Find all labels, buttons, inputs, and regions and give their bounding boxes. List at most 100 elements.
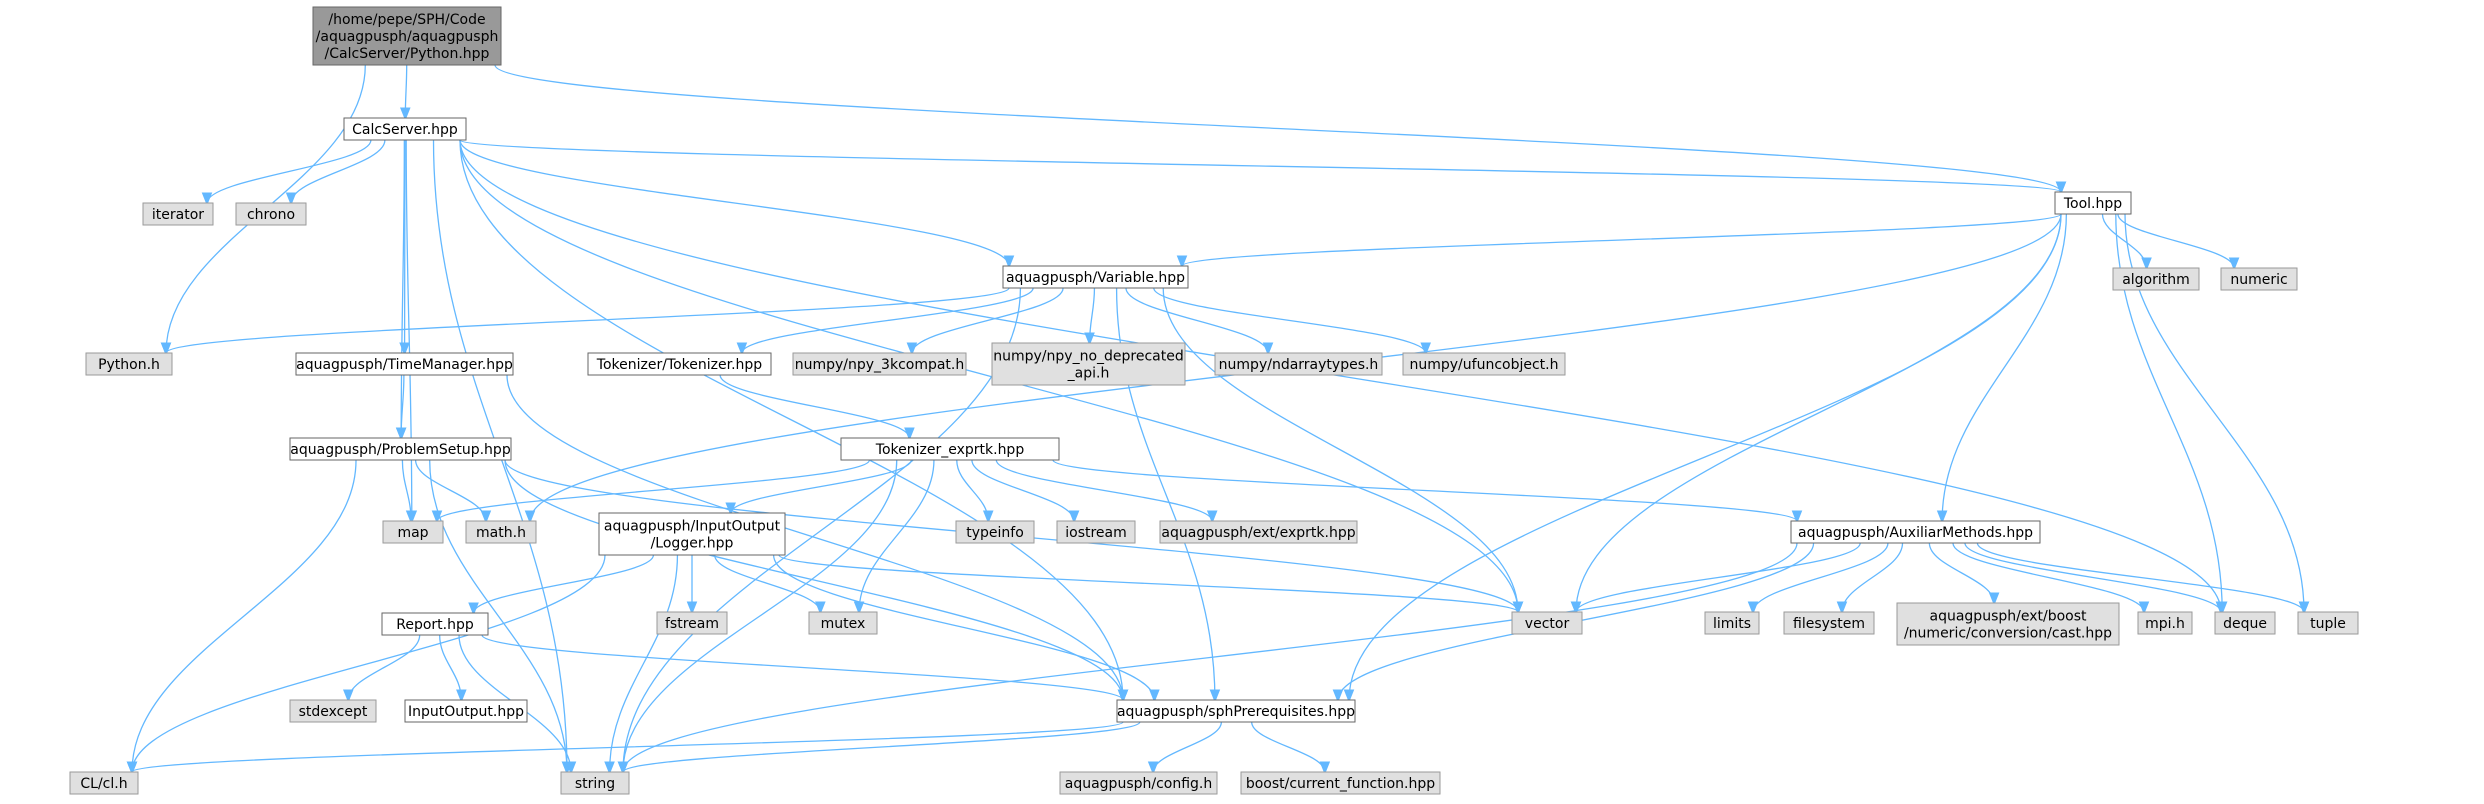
node-root[interactable]: /home/pepe/SPH/Code/aquagpusph/aquagpusp… [312, 6, 502, 66]
edge-problemsetup-to-clh [132, 459, 357, 772]
node-label: /aquagpusph/aquagpusph [316, 29, 499, 45]
node-calcserver[interactable]: CalcServer.hpp [343, 117, 467, 141]
node-box [2297, 611, 2359, 635]
edge-logger-to-string [610, 554, 679, 772]
node-string: string [560, 771, 630, 795]
edge-sphprereq-to-config [1153, 721, 1223, 772]
node-label: CalcServer.hpp [352, 122, 458, 138]
edge-report-to-stdexcept [348, 634, 421, 700]
edge-tokexprtk-to-auxiliar [1052, 459, 1797, 521]
node-pythonh: Python.h [85, 352, 173, 376]
edge-variable-to-npy3k [912, 287, 1064, 353]
edge-tokenizer-to-tokexprtk [719, 374, 909, 438]
node-label: aquagpusph/AuxiliarMethods.hpp [1798, 525, 2033, 541]
edge-logger-to-mutex [714, 554, 821, 612]
node-label: iostream [1065, 525, 1127, 541]
node-label: stdexcept [299, 704, 368, 720]
node-label: /numeric/conversion/cast.hpp [1904, 626, 2112, 642]
node-tokenizer[interactable]: Tokenizer/Tokenizer.hpp [587, 352, 772, 376]
node-box [381, 612, 489, 636]
edge-calcserver-to-deque [459, 139, 2221, 612]
edge-auxiliar-to-tuple [1976, 542, 2304, 612]
node-label: aquagpusph/InputOutput [604, 519, 781, 535]
node-box [1214, 352, 1383, 376]
node-clh: CL/cl.h [69, 771, 139, 795]
edge-tokexprtk-to-logger [731, 459, 912, 513]
edge-sphprereq-to-string [623, 721, 1141, 772]
node-label: algorithm [2122, 272, 2190, 288]
node-box [343, 117, 467, 141]
node-inputoutput[interactable]: InputOutput.hpp [404, 699, 528, 723]
edge-problemsetup-to-mathh [414, 459, 486, 521]
node-timemanager[interactable]: aquagpusph/TimeManager.hpp [295, 352, 514, 376]
edge-problemsetup-to-string [429, 459, 567, 772]
node-label: InputOutput.hpp [408, 704, 524, 720]
node-variable[interactable]: aquagpusph/Variable.hpp [1002, 265, 1189, 289]
node-sphprereq[interactable]: aquagpusph/sphPrerequisites.hpp [1116, 699, 1356, 723]
edge-calcserver-to-tool [459, 139, 2061, 192]
edge-tokexprtk-to-string [623, 459, 898, 772]
node-ndarraytypes: numpy/ndarraytypes.h [1214, 352, 1383, 376]
node-box [808, 611, 878, 635]
node-label: limits [1713, 616, 1751, 632]
node-label: /CalcServer/Python.hpp [325, 46, 490, 62]
node-box [991, 342, 1186, 386]
edge-variable-to-ndarraytypes [1125, 287, 1268, 353]
node-npy3k: numpy/npy_3kcompat.h [792, 352, 967, 376]
node-box [69, 771, 139, 795]
node-label: mutex [821, 616, 866, 632]
node-boostcast: aquagpusph/ext/boost/numeric/conversion/… [1896, 602, 2120, 646]
node-box [312, 6, 502, 66]
node-box [587, 352, 772, 376]
edge-calcserver-to-iterator [207, 139, 372, 203]
node-label: chrono [247, 207, 295, 223]
node-box [1704, 611, 1760, 635]
node-label: map [397, 525, 428, 541]
node-problemsetup[interactable]: aquagpusph/ProblemSetup.hpp [289, 437, 512, 461]
edge-timemanager-to-sphprereq [506, 374, 1123, 700]
node-box [1159, 520, 1358, 544]
node-tokexprtk[interactable]: Tokenizer_exprtk.hpp [840, 437, 1060, 461]
node-label: mpi.h [2145, 616, 2185, 632]
node-tuple: tuple [2297, 611, 2359, 635]
node-label: Tool.hpp [2063, 196, 2122, 212]
edge-calcserver-to-vector [459, 139, 1518, 612]
edge-auxiliar-to-limits [1753, 542, 1889, 612]
node-box [235, 202, 307, 226]
node-label: aquagpusph/TimeManager.hpp [296, 357, 513, 373]
node-config: aquagpusph/config.h [1059, 771, 1218, 795]
node-label: aquagpusph/ext/exprtk.hpp [1161, 525, 1355, 541]
edge-tokexprtk-to-map [437, 459, 871, 521]
node-logger[interactable]: aquagpusph/InputOutput/Logger.hpp [598, 512, 786, 556]
node-box [295, 352, 514, 376]
node-filesystem: filesystem [1783, 611, 1875, 635]
edge-tool-to-algorithm [2101, 213, 2146, 268]
node-npynodep: numpy/npy_no_deprecated_api.h [991, 342, 1186, 386]
node-label: numpy/npy_no_deprecated [993, 349, 1183, 365]
edge-auxiliar-to-string [623, 542, 1798, 772]
node-auxiliar[interactable]: aquagpusph/AuxiliarMethods.hpp [1790, 520, 2041, 544]
edge-root-to-calcserver [405, 64, 406, 118]
edge-calcserver-to-sphprereq [459, 139, 1123, 700]
edges-layer [132, 64, 2304, 772]
node-box [1511, 611, 1583, 635]
edge-tokexprtk-to-exprtk [995, 459, 1212, 521]
node-iostream: iostream [1056, 520, 1136, 544]
node-box [2137, 611, 2193, 635]
node-mpih: mpi.h [2137, 611, 2193, 635]
node-tool[interactable]: Tool.hpp [2054, 191, 2132, 215]
node-report[interactable]: Report.hpp [381, 612, 489, 636]
node-box [465, 520, 537, 544]
edge-tool-to-auxiliar [1942, 213, 2068, 521]
node-label: typeinfo [966, 525, 1024, 541]
node-box [289, 437, 512, 461]
edge-timemanager-to-problemsetup [401, 374, 404, 438]
edge-variable-to-ufuncobject [1153, 287, 1426, 353]
edge-calcserver-to-problemsetup [401, 139, 404, 438]
edge-problemsetup-to-map [401, 459, 411, 521]
node-label: /home/pepe/SPH/Code [328, 12, 485, 28]
node-label: numpy/ufuncobject.h [1410, 357, 1559, 373]
node-stdexcept: stdexcept [289, 699, 377, 723]
node-label: math.h [476, 525, 526, 541]
node-label: CL/cl.h [80, 776, 127, 792]
